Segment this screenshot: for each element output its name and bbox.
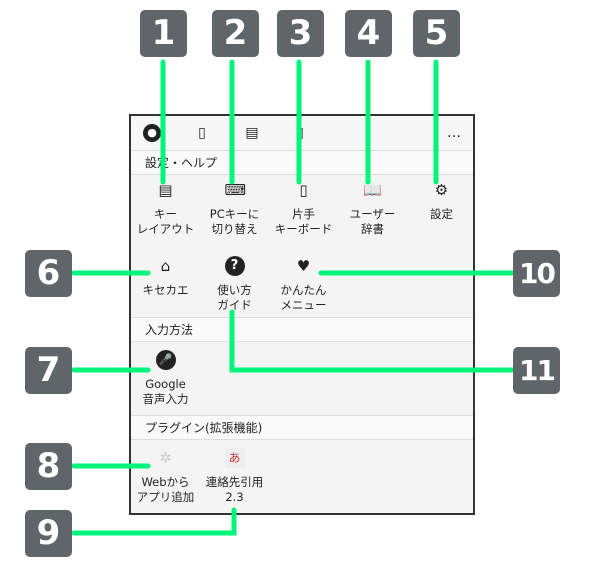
microphone-icon: 🎤 <box>155 350 176 370</box>
callout-badge-6: 6 <box>25 250 72 297</box>
theme-icon: ⌂ <box>160 257 171 275</box>
menu-item-guide[interactable]: ?使い方 ガイド <box>217 256 252 312</box>
menu-item-web-add-app[interactable]: ✲Webから アプリ追加 <box>136 449 195 504</box>
callout-badge-5: 5 <box>413 10 460 57</box>
keyboard-menu-panel: ● ▯ ▤ ▯ … 設定・ヘルプ ▤キー レイアウト ⌨PCキーに 切り替え ▯… <box>129 114 475 515</box>
microphone-icon[interactable]: ● <box>143 124 161 142</box>
one-hand-keyboard-icon: ▯ <box>299 181 308 199</box>
callout-badge-7: 7 <box>25 347 72 394</box>
menu-item-settings[interactable]: ⚙設定 <box>430 181 453 221</box>
callout-badge-3: 3 <box>277 10 324 57</box>
clipboard-icon[interactable]: ▯ <box>296 125 304 141</box>
menu-item-kisekae[interactable]: ⌂キセカエ <box>142 257 189 297</box>
contacts-plugin-icon: あ <box>224 448 245 468</box>
menu-item-easy-menu[interactable]: ♥かんたん メニュー <box>280 257 327 312</box>
callout-badge-11: 11 <box>513 347 560 394</box>
section-header-settings: 設定・ヘルプ <box>131 150 473 175</box>
one-hand-icon[interactable]: ▯ <box>198 125 206 141</box>
callout-badge-1: 1 <box>140 10 187 57</box>
help-icon: ? <box>224 256 245 276</box>
puzzle-icon: ✲ <box>159 449 172 467</box>
user-dictionary-icon: 📖 <box>363 181 382 199</box>
keyboard-icon[interactable]: ▤ <box>245 125 259 141</box>
section-header-plugin: プラグイン(拡張機能) <box>131 415 473 440</box>
callout-badge-8: 8 <box>25 443 72 490</box>
beginner-mark-icon: ♥ <box>296 257 311 275</box>
callout-badge-9: 9 <box>25 510 72 557</box>
callout-badge-4: 4 <box>345 10 392 57</box>
section-header-input: 入力方法 <box>131 317 473 342</box>
more-icon[interactable]: … <box>447 125 461 141</box>
menu-item-google-voice[interactable]: 🎤Google 音声入力 <box>131 350 200 407</box>
keyboard-toolbar: ● ▯ ▤ ▯ … <box>131 116 473 150</box>
menu-item-user-dictionary[interactable]: 📖ユーザー 辞書 <box>349 181 396 236</box>
menu-item-one-hand-keyboard[interactable]: ▯片手 キーボード <box>274 181 333 236</box>
menu-item-pc-keyboard[interactable]: ⌨PCキーに 切り替え <box>209 181 260 236</box>
menu-item-key-layout[interactable]: ▤キー レイアウト <box>136 181 195 236</box>
callout-badge-2: 2 <box>212 10 259 57</box>
keyboard-layout-icon: ▤ <box>158 181 173 199</box>
callout-badge-10: 10 <box>513 250 560 297</box>
menu-item-contacts-plugin[interactable]: あ連絡先引用 2.3 <box>200 448 269 505</box>
gear-icon: ⚙ <box>434 181 449 199</box>
pc-keyboard-icon: ⌨ <box>224 181 247 199</box>
